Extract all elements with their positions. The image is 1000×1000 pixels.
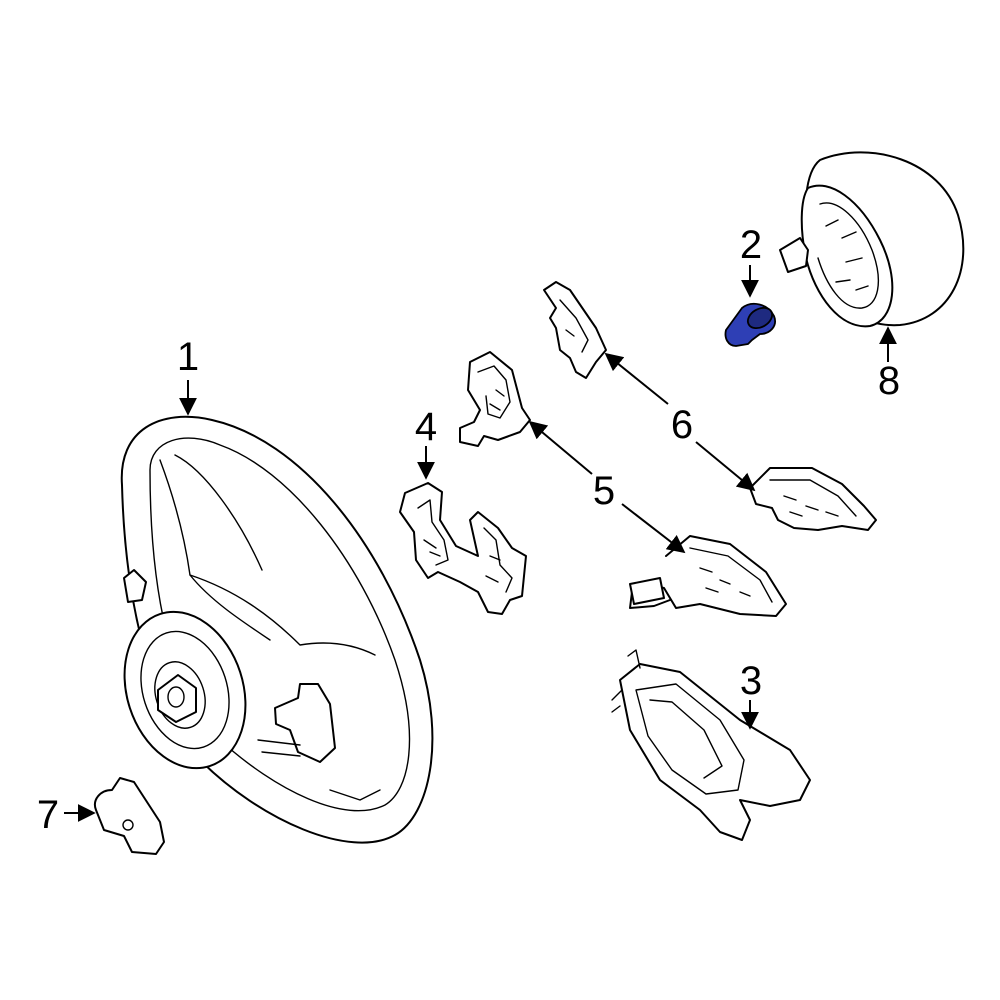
callout-5: 5 [593,469,615,513]
part-7-clip [94,777,165,855]
part-1-steering-wheel [120,415,434,844]
callout-6: 6 [671,403,693,447]
part-2-bolt-highlighted [724,302,776,347]
part-6-right-switch-lower [749,467,877,531]
callout-4: 4 [415,405,437,449]
part-5-left-switch-lower [629,535,787,617]
callout-8: 8 [878,359,900,403]
part-5-left-switch-upper [459,351,531,447]
part-6-right-switch-upper [543,281,607,379]
callout-7: 7 [37,793,59,837]
callout-2: 2 [740,223,762,267]
leader-lines [64,265,897,822]
callout-3: 3 [740,659,762,703]
part-3-rear-cover [611,649,811,841]
part-8-airbag-module [779,151,965,328]
callout-1: 1 [177,335,199,379]
part-4-switch-bracket [399,482,527,615]
